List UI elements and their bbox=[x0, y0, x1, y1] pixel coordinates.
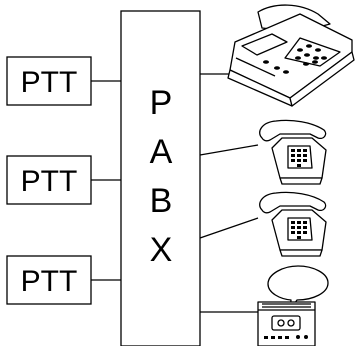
pabx-letter-b: B bbox=[150, 182, 173, 220]
pabx-letter-x: X bbox=[150, 231, 173, 269]
ptt-label-3: PTT bbox=[21, 265, 78, 298]
telephone-icon bbox=[259, 191, 327, 257]
pabx-box bbox=[120, 10, 201, 346]
fax-machine-icon bbox=[227, 4, 355, 107]
ptt-label-1: PTT bbox=[21, 66, 78, 99]
device-link-phone-2 bbox=[199, 217, 259, 239]
pabx-letter-p: P bbox=[150, 84, 173, 122]
telephone-icon bbox=[259, 119, 327, 185]
answering-machine-icon bbox=[257, 265, 329, 346]
pabx-letter-a: A bbox=[150, 133, 173, 171]
device-link-phone-1 bbox=[199, 144, 259, 156]
ptt-label-2: PTT bbox=[21, 165, 78, 198]
